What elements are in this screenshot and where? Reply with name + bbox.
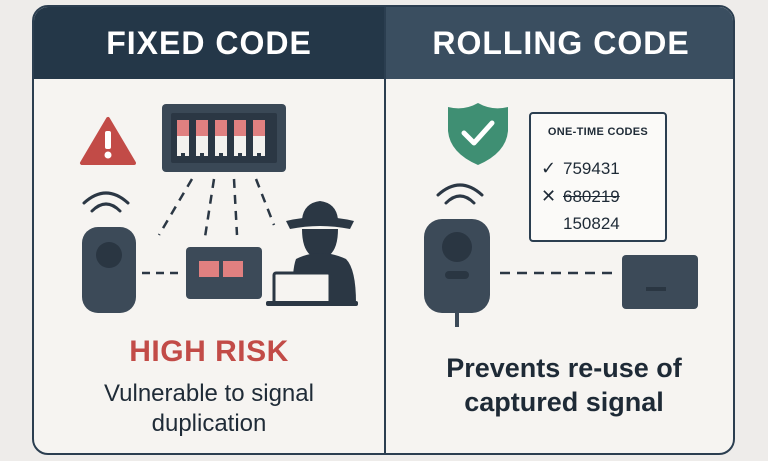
code-row-valid: ✓ 759431 (541, 158, 620, 179)
code-row-next: 150824 (563, 214, 620, 234)
remote-fob-icon-right (424, 219, 490, 327)
wireless-signal-icon-right (436, 183, 484, 205)
codes-title: ONE-TIME CODES (547, 126, 649, 138)
code-value-struck: 680219 (563, 186, 620, 206)
diagram-artwork (80, 103, 698, 327)
laptop-icon (266, 271, 358, 306)
receiver-icon-right (622, 255, 698, 309)
comparison-card: FIXED CODE ROLLING CODE (32, 5, 735, 455)
warning-icon (80, 117, 136, 165)
rolling-code-benefit: Prevents re-use of captured signal (446, 353, 682, 417)
vulnerability-description: Vulnerable to signal duplication (104, 380, 314, 437)
wireless-signal-icon (82, 191, 130, 213)
rolling-code-header: ROLLING CODE (385, 7, 733, 79)
remote-fob-icon (82, 227, 136, 313)
shield-check-icon (448, 103, 508, 165)
fixed-code-header: FIXED CODE (34, 7, 384, 79)
code-value: 759431 (563, 158, 620, 178)
cross-icon: ✕ (541, 186, 557, 206)
high-risk-label: HIGH RISK (129, 335, 289, 368)
signal-rays (157, 178, 276, 238)
panel-divider (384, 7, 386, 453)
code-value-next: 150824 (563, 214, 620, 233)
check-icon: ✓ (541, 158, 557, 178)
dip-switch-icon (162, 104, 286, 172)
code-row-rejected: ✕ 680219 (541, 186, 620, 207)
receiver-icon (186, 247, 262, 299)
one-time-codes-panel: ONE-TIME CODES ✓ 759431 ✕ 680219 150824 (529, 112, 667, 242)
